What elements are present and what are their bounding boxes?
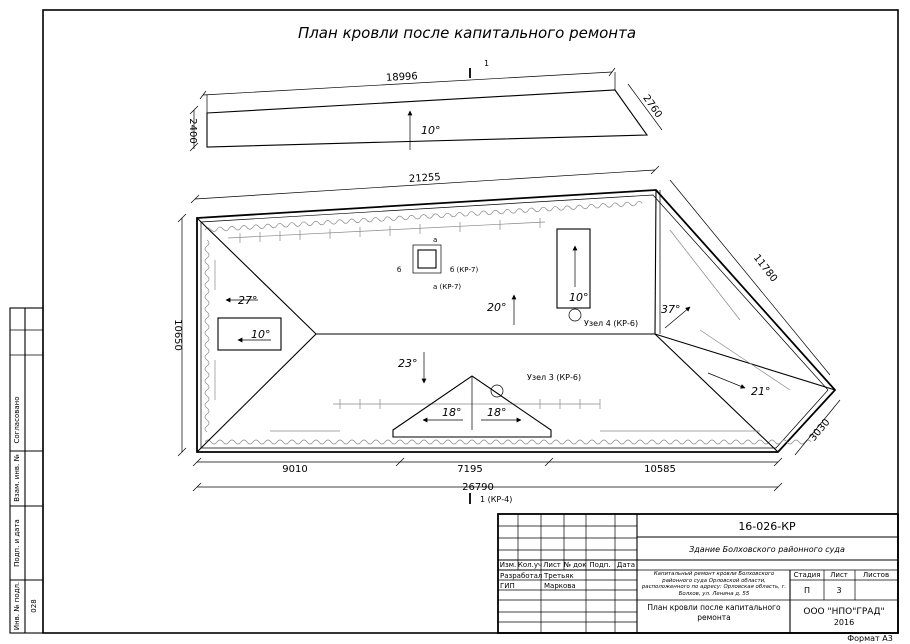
slope-left-box: 10° [251, 328, 271, 341]
slope-left-hip: 27° [238, 294, 258, 307]
slope-right-box: 10° [569, 291, 589, 304]
stamp-description: Капитальный ремонт кровли Болховского ра… [641, 571, 787, 597]
main-roof: а б б (КР-7) а (КР-7) 10° 27° 10° Узел 4… [196, 189, 837, 453]
stamp-hdr-list: Лист [543, 561, 561, 569]
dim-main-top: 21255 [409, 172, 441, 185]
side-inv-podl: Инв. № подл. [13, 582, 21, 630]
chimney [417, 249, 437, 269]
dim-right-upper: 11780 [751, 253, 779, 285]
side-inv-value: 028 [30, 599, 38, 612]
stamp-hdr-podp: Подп. [589, 561, 610, 569]
stamp-sheet-h: Лист [830, 571, 848, 579]
side-stamp: Согласовано Взам. инв. № Подп. и дата Ин… [9, 307, 44, 634]
stamp-hdr-kol: Кол.уч [518, 561, 542, 569]
dim-canopy-length: 18996 [386, 71, 418, 84]
central-dormer [392, 375, 552, 438]
stamp-stage-v: П [804, 586, 810, 595]
section-mark-top: 1 [484, 59, 489, 68]
dim-bottom-2: 7195 [457, 464, 482, 475]
stamp-year: 2016 [834, 618, 854, 627]
stamp-role2: ГИП [500, 582, 515, 590]
chimney-a-top: а [433, 236, 437, 244]
side-vzam: Взам. инв. № [13, 454, 21, 502]
dim-bottom-3: 10585 [644, 464, 676, 475]
side-podp-data: Подп. и дата [13, 519, 21, 567]
title-block: 16-026-КР Здание Болховского районного с… [497, 513, 899, 634]
stamp-role1: Разработал [500, 572, 542, 580]
right-dormer [556, 228, 591, 309]
section-mark-bottom: 1 (КР-4) [480, 495, 512, 504]
stamp-stage-h: Стадия [794, 571, 821, 579]
stamp-sheet-title: План кровли после капитального ремонта [647, 603, 781, 622]
dim-canopy-left: 2400 [187, 118, 198, 143]
slope-dormer-right: 18° [487, 406, 507, 419]
canopy-roof: 10° 18996 2400 2760 1 [187, 59, 664, 152]
format-label: Формат А3 [847, 634, 893, 643]
node4-label: Узел 4 (КР-6) [584, 319, 638, 328]
dim-bottom-1: 9010 [282, 464, 307, 475]
sheet-frame [42, 9, 899, 634]
stamp-building: Здание Болховского районного суда [689, 545, 845, 554]
stamp-sheet-v: 3 [836, 586, 841, 595]
slope-dormer-left: 18° [442, 406, 462, 419]
side-soglasovano: Согласовано [13, 396, 21, 443]
stamp-code: 16-026-КР [738, 520, 796, 533]
slope-main-bottom: 23° [398, 357, 418, 370]
drawing-title: План кровли после капитального ремонта [298, 24, 636, 42]
left-dormer [217, 317, 282, 351]
canopy-slope: 10° [421, 124, 441, 137]
stamp-person2: Маркова [544, 582, 576, 590]
dim-bottom-total: 26790 [462, 482, 494, 493]
slope-main-top: 20° [487, 301, 507, 314]
dim-main-left: 10650 [172, 319, 183, 351]
stamp-sheets-h: Листов [863, 571, 889, 579]
slope-right-upper: 37° [661, 303, 681, 316]
slope-right-lower: 21° [751, 385, 771, 398]
dim-right-lower: 3030 [808, 417, 833, 444]
stamp-hdr-izm: Изм. [500, 561, 516, 569]
stamp-org: ООО "НПО"ГРАД" [803, 607, 884, 617]
dim-canopy-right: 2760 [640, 93, 664, 120]
node3-label: Узел 3 (КР-6) [527, 373, 581, 382]
chimney-b-left: б [397, 266, 401, 274]
chimney-a-bottom: а (КР-7) [433, 283, 461, 291]
chimney-b-right: б (КР-7) [450, 266, 478, 274]
main-dimensions: 21255 10650 11780 3030 9010 7195 10585 2… [172, 165, 841, 504]
stamp-hdr-data: Дата [617, 561, 635, 569]
stamp-hdr-doc: № док [564, 561, 587, 569]
stamp-person1: Третьяк [543, 572, 574, 580]
